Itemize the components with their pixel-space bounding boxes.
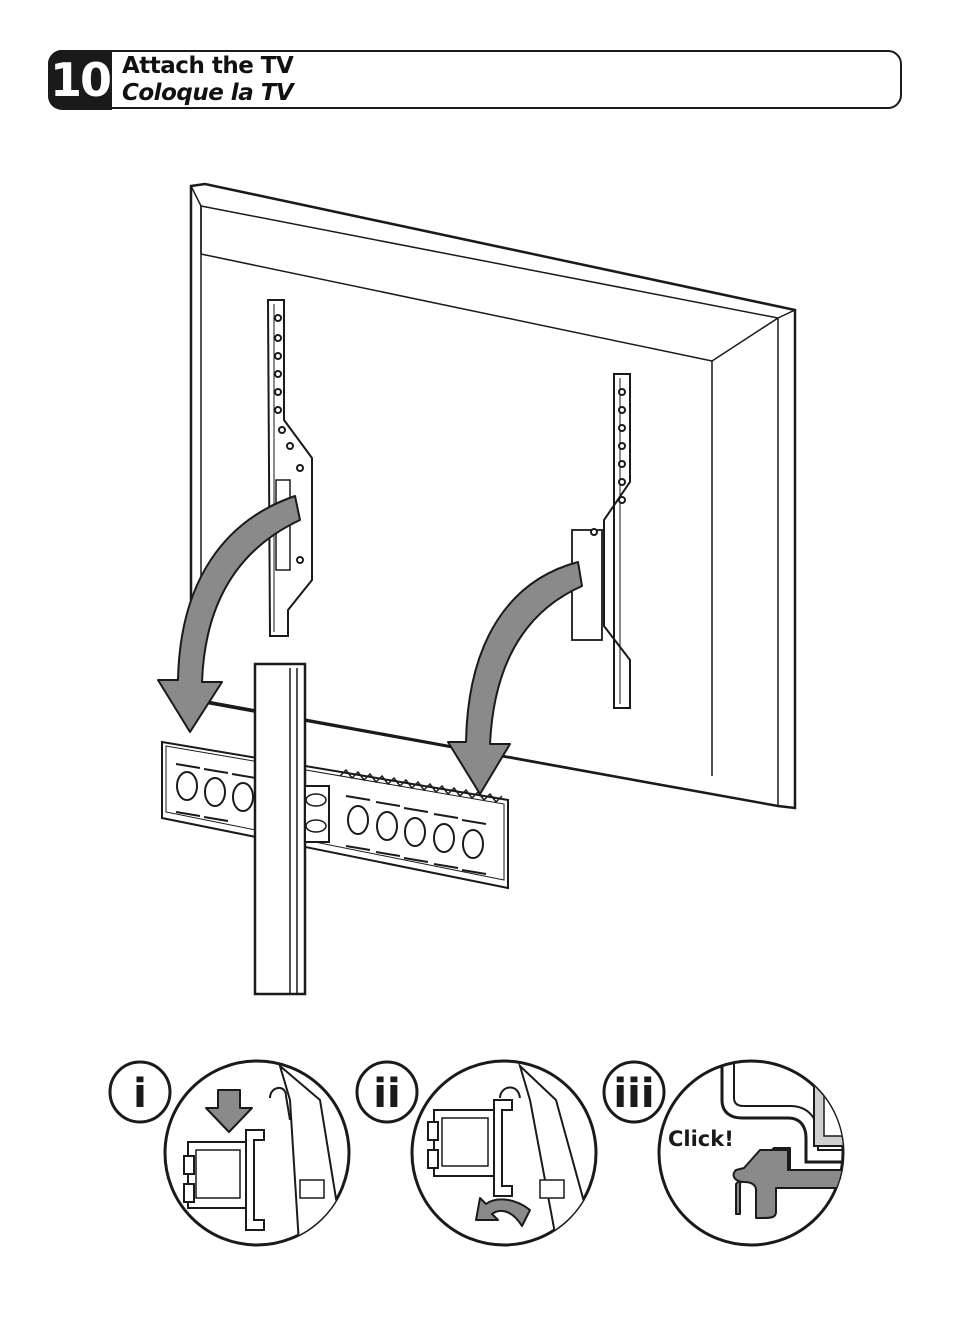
detail-circle-i: i xyxy=(110,1061,349,1260)
detail-label-iii: iii xyxy=(613,1071,654,1117)
detail-label-i: i xyxy=(133,1071,147,1117)
stand-mount-plate xyxy=(162,742,508,888)
click-callout: Click! xyxy=(668,1127,734,1151)
detail-circle-ii: ii xyxy=(357,1061,600,1260)
detail-circle-iii: iii Click! xyxy=(604,1060,854,1245)
detail-label-ii: ii xyxy=(373,1071,400,1117)
